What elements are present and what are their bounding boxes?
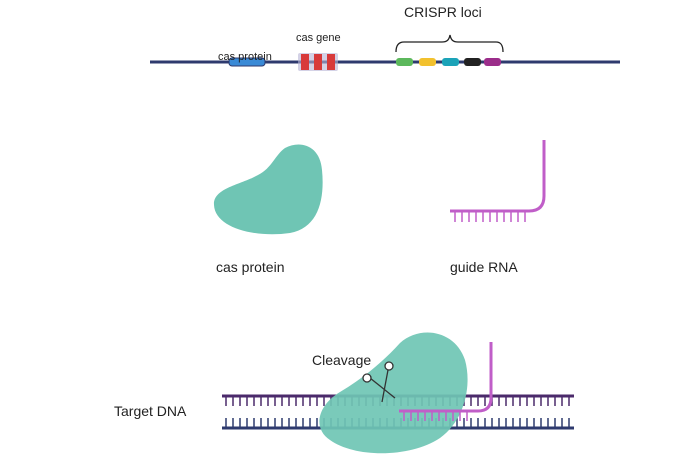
- genome-track: [150, 34, 620, 71]
- cas-gene-block: [298, 53, 338, 71]
- cas-protein-shape: [213, 144, 323, 235]
- cas-protein-label: cas protein: [216, 259, 285, 275]
- guide-rna-complex: [399, 342, 493, 421]
- target-dna-label: Target DNA: [114, 403, 187, 419]
- cleavage-label: Cleavage: [312, 352, 372, 368]
- scissors-icon: [362, 361, 396, 403]
- guide-rna-label: guide RNA: [450, 259, 518, 275]
- guide-rna-shape: [450, 140, 546, 222]
- genome-cas-protein-label: cas protein: [218, 51, 272, 63]
- crispr-loci-label: CRISPR loci: [404, 4, 482, 20]
- cas-protein-gene-bar: [228, 57, 266, 67]
- crispr-loci-segments: [396, 58, 501, 66]
- crispr-loci-brace: [395, 34, 504, 53]
- cas-gene-label: cas gene: [296, 32, 341, 44]
- cas-protein-complex-shape: [319, 332, 468, 454]
